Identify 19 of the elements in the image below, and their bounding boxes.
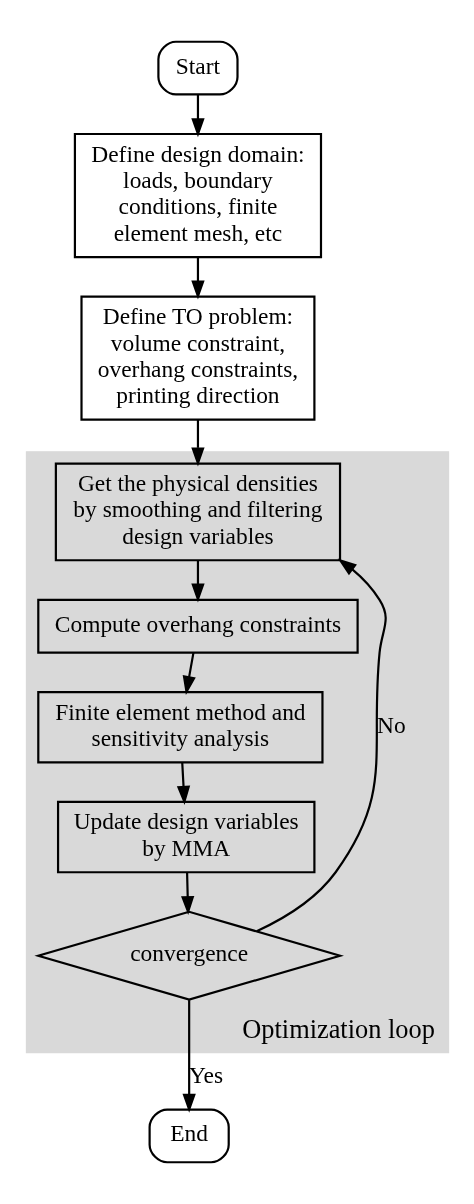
arrow: [190, 560, 205, 603]
node-box: Get the physical densities by smoothing and filtering design variables: [54, 462, 341, 562]
node-box: Start: [156, 40, 239, 96]
edge-label: Yes: [188, 1061, 223, 1088]
arrow: [190, 419, 205, 467]
node-box: Finite element method and sensitivity analysis: [36, 691, 324, 764]
node-box: Define TO problem: volume constraint, overhang constraints, printing direction: [79, 295, 315, 421]
node-box: Define design domain: loads, boundary conditions, finite element mesh, etc: [73, 132, 322, 259]
node-box: Compute overhang constraints: [36, 598, 359, 654]
arrow: [180, 872, 194, 916]
arrow: [190, 257, 205, 300]
arrow: [182, 652, 196, 695]
arrow: [255, 558, 387, 933]
arrow: [190, 94, 205, 138]
node-diamond: convergence: [33, 910, 344, 1001]
arrow: [182, 1000, 196, 1113]
node-box: Update design variables by MMA: [56, 800, 315, 874]
arrow: [176, 762, 190, 805]
node-box: End: [148, 1108, 230, 1164]
